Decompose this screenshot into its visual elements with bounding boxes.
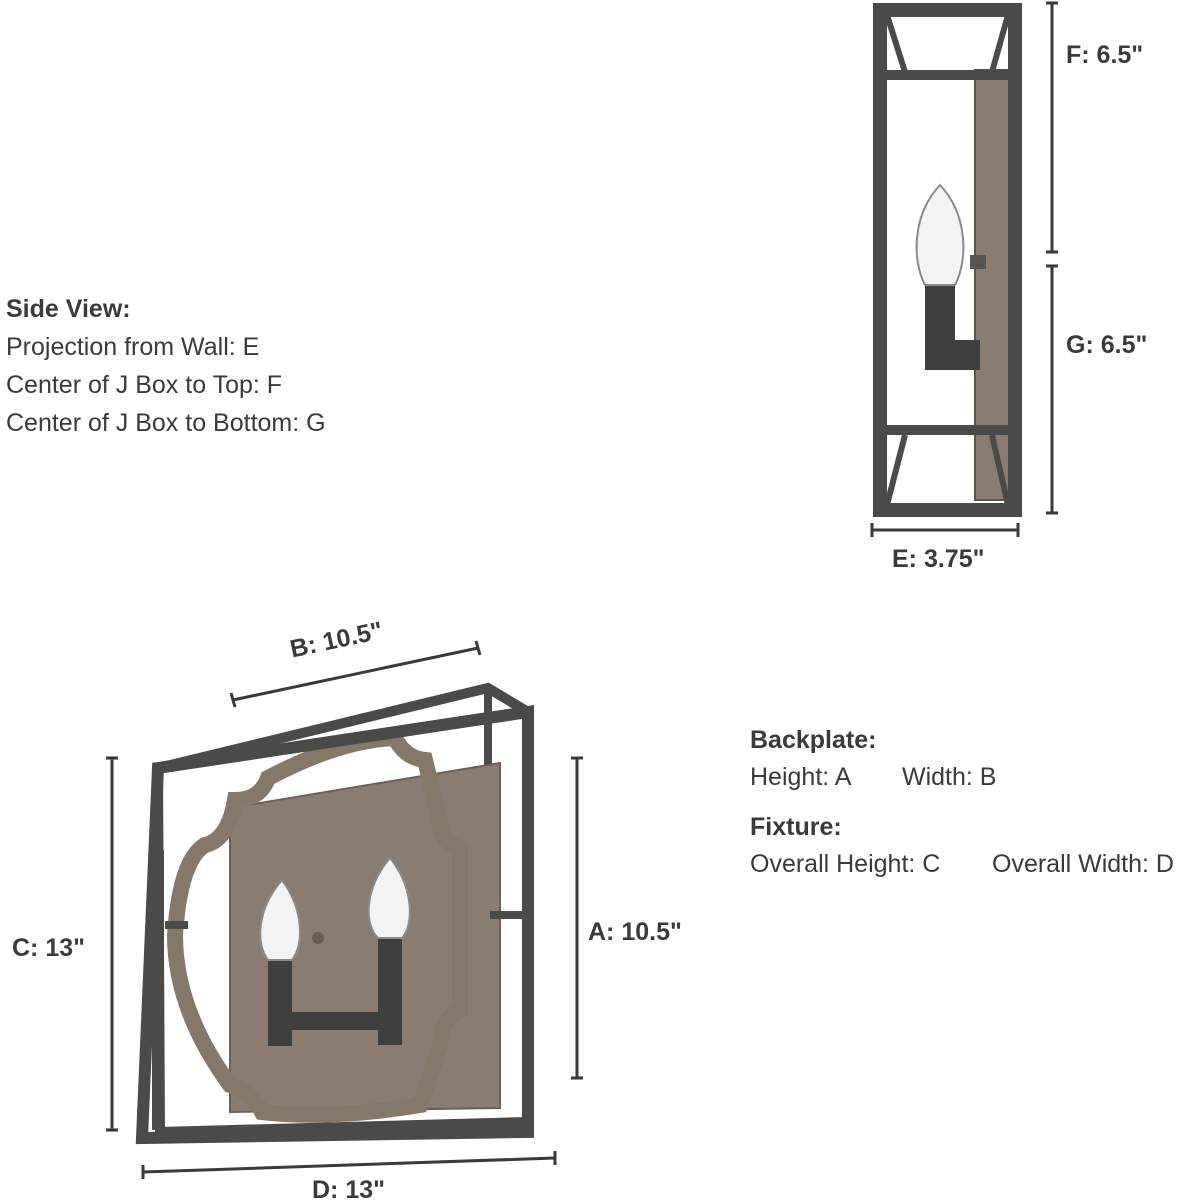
- dimension-label-e: E: 3.75": [892, 545, 985, 573]
- dimension-lines-front: [106, 640, 583, 1179]
- side-view-line-bottom: Center of J Box to Bottom: G: [6, 409, 326, 437]
- front-view-drawing: [135, 682, 534, 1145]
- side-view-line-projection: Projection from Wall: E: [6, 333, 260, 361]
- fixture-height: Overall Height: C: [750, 850, 941, 878]
- dimension-label-d: D: 13": [312, 1176, 385, 1204]
- dimension-label-g: G: 6.5": [1066, 331, 1148, 359]
- dimension-lines-side: [870, 1, 1058, 537]
- backplate-height: Height: A: [750, 763, 852, 791]
- side-view-drawing: [873, 3, 1022, 517]
- side-view-heading: Side View:: [6, 295, 131, 323]
- dimension-label-c: C: 13": [12, 934, 85, 962]
- fixture-width: Overall Width: D: [992, 850, 1174, 878]
- dimension-label-a: A: 10.5": [588, 918, 682, 946]
- side-view-line-top: Center of J Box to Top: F: [6, 371, 283, 399]
- backplate-heading: Backplate:: [750, 726, 877, 754]
- backplate-width: Width: B: [902, 763, 997, 791]
- dimension-label-f: F: 6.5": [1066, 41, 1144, 69]
- fixture-heading: Fixture:: [750, 813, 842, 841]
